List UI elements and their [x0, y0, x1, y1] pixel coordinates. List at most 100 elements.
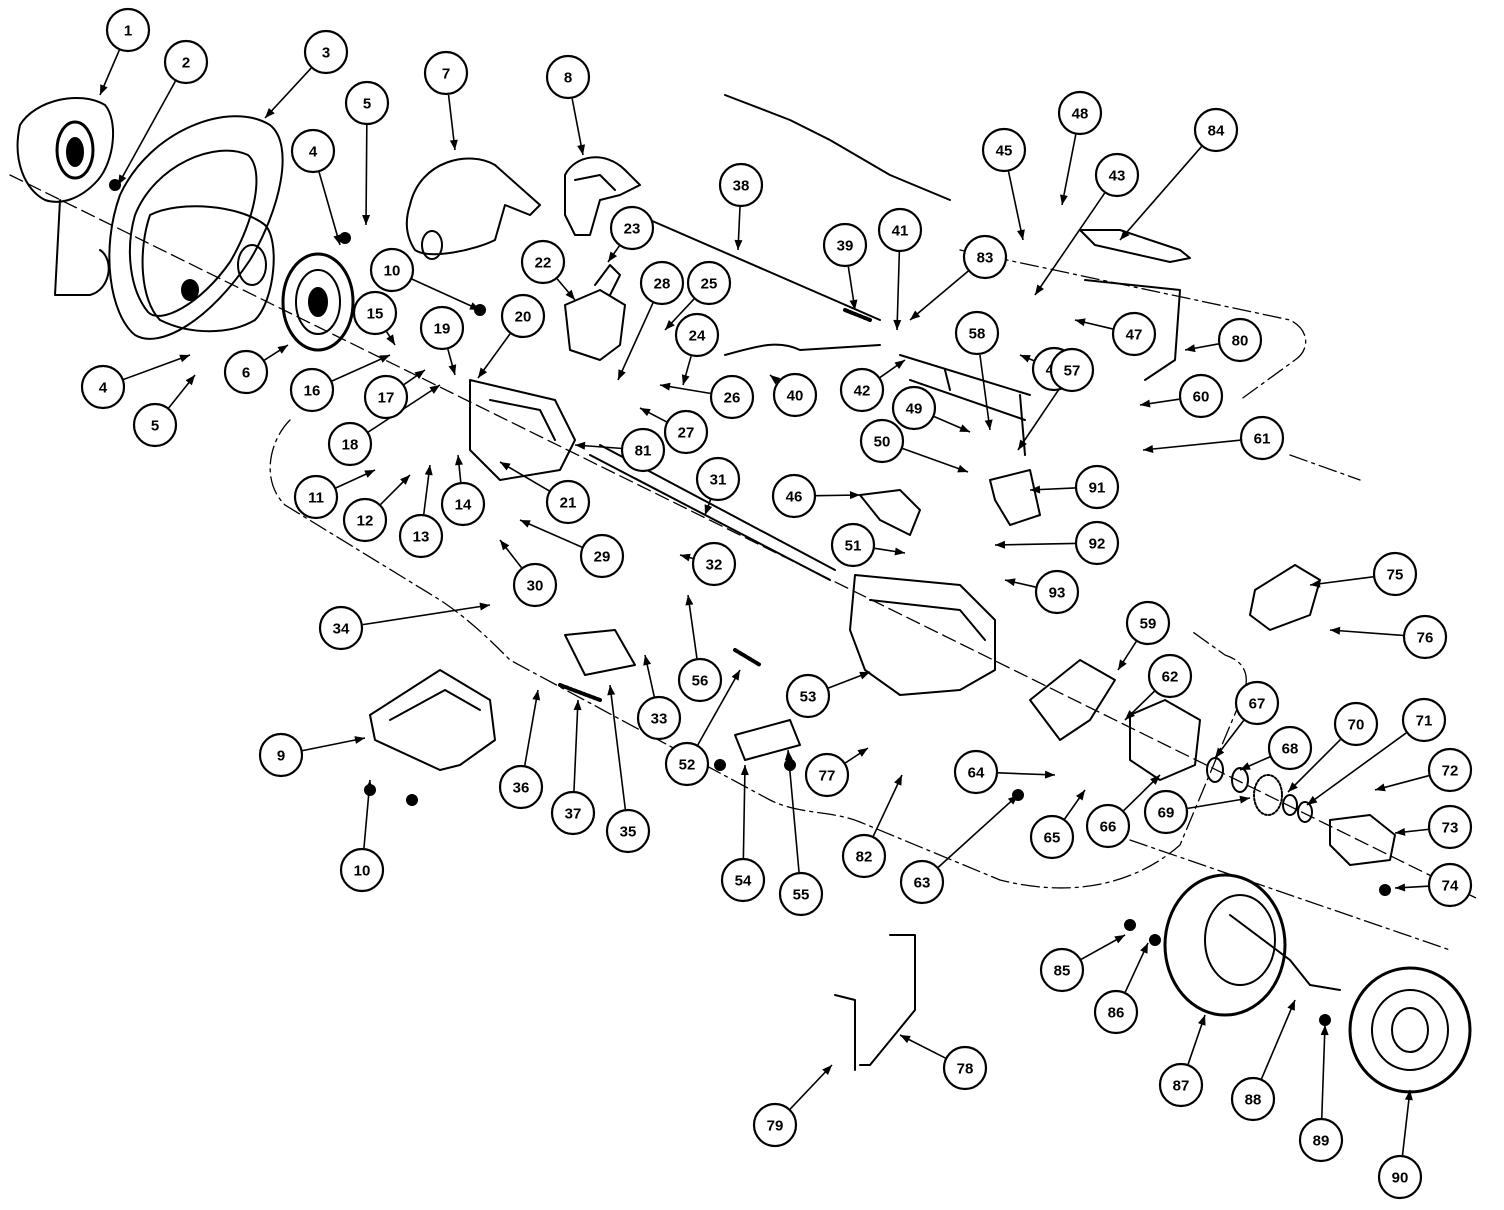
callout-number: 72: [1442, 763, 1459, 780]
callout-circle: [1125, 600, 1171, 646]
callout-81: 81: [620, 427, 666, 473]
leader-arrow-17: [414, 370, 425, 379]
callout-70: 70: [1333, 701, 1379, 747]
leader-arrow-50: [957, 464, 968, 473]
washer-71: [1297, 801, 1313, 823]
callout-number: 64: [968, 765, 985, 782]
steering-wheel-hub: [141, 205, 275, 333]
callout-1: 1: [105, 7, 151, 53]
callout-circle: [686, 260, 732, 306]
callout-number: 80: [1232, 333, 1249, 350]
bracket-46: [859, 489, 921, 536]
callout-number: 60: [1193, 389, 1210, 406]
callout-43: 43: [1094, 152, 1140, 198]
callout-circle: [1049, 347, 1095, 393]
callout-circle: [718, 162, 764, 208]
leader-arrow-74: [1395, 883, 1406, 892]
callout-circle: [80, 364, 126, 410]
callout-2: 2: [163, 39, 209, 85]
callout-circle: [1094, 152, 1140, 198]
callout-circle: [512, 562, 558, 608]
callout-63: 63: [899, 859, 945, 905]
callout-circle: [1333, 701, 1379, 747]
leader-arrow-45: [1017, 229, 1025, 240]
callout-5: 5: [344, 80, 390, 126]
callout-number: 35: [620, 824, 637, 841]
callout-58: 58: [954, 310, 1000, 356]
callout-15: 15: [352, 290, 398, 336]
leader-line-52: [697, 669, 741, 746]
callout-22: 22: [520, 239, 566, 285]
callout-number: 8: [564, 70, 572, 87]
callout-number: 59: [1140, 616, 1157, 633]
fastener-11: [1319, 1014, 1331, 1026]
callout-19: 19: [419, 305, 465, 351]
callout-circle: [1234, 680, 1280, 726]
callout-number: 14: [455, 497, 472, 514]
leader-line-83: [909, 270, 969, 321]
callout-82: 82: [841, 833, 887, 879]
callout-circle: [1057, 90, 1103, 136]
shroud-lock-hole: [421, 230, 443, 260]
callout-circle: [318, 605, 364, 651]
leader-arrow-76: [1330, 626, 1341, 635]
callout-circle: [1427, 804, 1473, 850]
callout-number: 15: [367, 306, 384, 323]
callout-71: 71: [1401, 697, 1447, 743]
leader-line-69: [1187, 797, 1251, 810]
switch-73: [1329, 814, 1396, 866]
callout-65: 65: [1029, 814, 1075, 860]
bracket-75: [1249, 564, 1321, 631]
callout-number: 26: [724, 390, 741, 407]
callout-circle: [891, 385, 937, 431]
shift-tube: [899, 354, 1031, 456]
leader-line-29: [519, 519, 583, 548]
callout-number: 54: [735, 873, 752, 890]
callout-circle: [953, 749, 999, 795]
hub-nut: [181, 279, 199, 301]
callout-circle: [293, 474, 339, 520]
callout-57: 57: [1049, 347, 1095, 393]
leader-arrow-44: [1020, 355, 1031, 363]
bracket-54: [734, 719, 801, 761]
leader-arrow-56: [685, 595, 694, 606]
leader-arrow-77: [857, 748, 868, 757]
leader-line-43: [1034, 192, 1106, 296]
callout-number: 34: [333, 621, 350, 638]
callout-number: 18: [342, 437, 359, 454]
callout-circle: [132, 402, 178, 448]
callout-circle: [369, 247, 415, 293]
callout-number: 39: [837, 238, 854, 255]
callout-26: 26: [709, 374, 755, 420]
leader-arrow-8: [577, 144, 586, 155]
callout-circle: [1085, 803, 1131, 849]
leader-arrow-36: [532, 690, 541, 701]
callout-circle: [440, 481, 486, 527]
callout-circle: [981, 127, 1027, 173]
airbag-harness: [54, 199, 110, 296]
callout-number: 2: [182, 55, 190, 72]
leader-arrow-20: [478, 367, 488, 378]
leader-line-50: [902, 447, 969, 473]
callout-53: 53: [785, 673, 831, 719]
callout-circle: [636, 695, 682, 741]
callout-52: 52: [664, 741, 710, 787]
callout-number: 37: [565, 806, 582, 823]
leader-arrow-68: [1240, 762, 1251, 770]
leader-arrow-88: [1287, 1000, 1295, 1011]
leader-arrow-52: [731, 670, 740, 681]
tilt-bracket: [564, 156, 641, 236]
leader-line-76: [1329, 629, 1404, 637]
fastener-8: [1124, 919, 1136, 931]
callout-circle: [1158, 1062, 1204, 1108]
callout-51: 51: [830, 522, 876, 568]
callout-20: 20: [500, 293, 546, 339]
callout-number: 58: [969, 326, 986, 343]
callout-circle: [327, 421, 373, 467]
callout-89: 89: [1298, 1117, 1344, 1163]
leader-arrow-48: [1059, 194, 1068, 205]
callout-48: 48: [1057, 90, 1103, 136]
callout-66: 66: [1085, 803, 1131, 849]
callout-number: 20: [515, 309, 532, 326]
